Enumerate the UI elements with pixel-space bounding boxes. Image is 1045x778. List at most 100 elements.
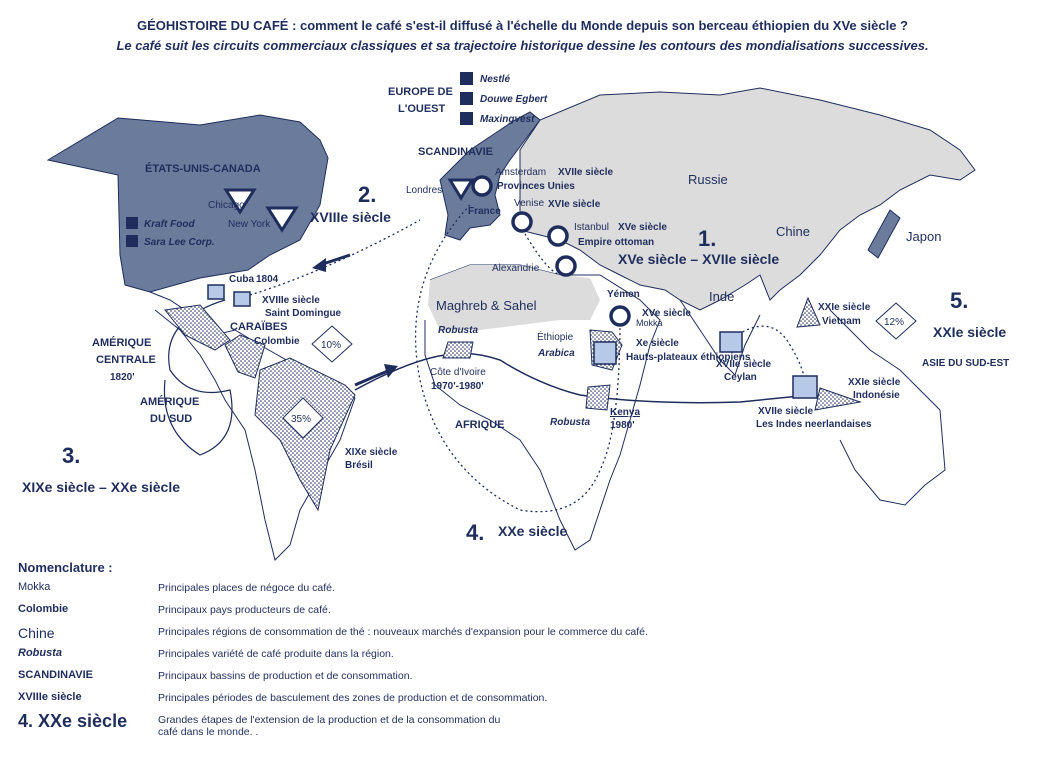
legend-term: Colombie — [18, 603, 69, 615]
map-title: GÉOHISTOIRE DU CAFÉ : comment le café s'… — [137, 18, 908, 33]
arrow-to-africa — [354, 364, 398, 387]
label-c17-ceylan: XVIIe siècle — [716, 359, 771, 370]
label-cuba-date: 1804 — [256, 274, 279, 285]
label-co-kraft: Kraft Food — [144, 219, 195, 230]
western-europe-block — [439, 111, 541, 241]
label-period-1: XVe siècle – XVIIe siècle — [618, 251, 779, 267]
map-subtitle: Le café suit les circuits commerciaux cl… — [116, 38, 929, 53]
label-new-york: New York — [228, 219, 271, 230]
label-afrique: AFRIQUE — [455, 419, 505, 431]
label-ci-dates: 1970'-1980' — [431, 381, 484, 392]
label-c19-bresil: XIXe siècle — [345, 447, 398, 458]
label-arabica: Arabica — [537, 348, 575, 359]
square-indes-neer — [792, 375, 818, 399]
legend-row: Mokka Principales places de négoce du ca… — [18, 581, 1018, 603]
label-co-nestle: Nestlé — [480, 74, 510, 85]
japan-shape — [867, 209, 901, 259]
label-empire-ottoman: Empire ottoman — [578, 237, 654, 248]
zone-cote-ivoire — [442, 341, 474, 359]
legend-term: SCANDINAVIE — [18, 669, 93, 681]
square-co-kraft — [126, 217, 138, 229]
diamond-vietnam — [875, 302, 917, 340]
label-france: France — [468, 206, 501, 217]
label-chicago: Chicago — [208, 200, 245, 211]
square-ceylan — [719, 331, 743, 353]
legend: Nomenclature : Mokka Principales places … — [18, 560, 1018, 753]
triangle-chicago — [223, 188, 257, 215]
label-robusta-west: Robusta — [438, 325, 478, 336]
label-1820: 1820' — [110, 372, 135, 383]
legend-row: Chine Principales régions de consommatio… — [18, 625, 1018, 647]
legend-row: Robusta Principales variété de café prod… — [18, 647, 1018, 669]
label-saint-domingue: Saint Domingue — [265, 308, 342, 319]
maghreb-area — [428, 265, 600, 330]
label-bresil: Brésil — [345, 460, 373, 471]
label-alexandrie: Alexandrie — [492, 263, 540, 274]
label-c17-amsterdam: XVIIe siècle — [558, 167, 613, 178]
legend-desc: Grandes étapes de l'extension de la prod… — [158, 714, 501, 738]
india-outline — [679, 299, 761, 376]
label-maghreb: Maghreb & Sahel — [436, 298, 537, 313]
route-dotted-africa — [414, 204, 621, 513]
legend-row: Colombie Principaux pays producteurs de … — [18, 603, 1018, 625]
eurasia-landmass — [519, 87, 976, 311]
label-c18-caraibes: XVIIIe siècle — [262, 295, 320, 306]
label-europe-line1: EUROPE DE — [388, 86, 453, 98]
label-period-2: XVIIIe siècle — [310, 209, 391, 225]
label-caraibes: CARAÏBES — [230, 320, 287, 333]
legend-term: 4. XXe siècle — [18, 711, 128, 731]
legend-term: Chine — [18, 625, 55, 641]
legend-row: 4. XXe siècle Grandes étapes de l'extens… — [18, 711, 1018, 753]
label-amerique-centrale-1: AMÉRIQUE — [92, 336, 151, 349]
legend-heading: Nomenclature : — [18, 560, 113, 575]
label-amerique-centrale-2: CENTRALE — [96, 354, 156, 366]
label-yemen: Yémen — [607, 289, 640, 300]
circle-alexandrie — [555, 255, 577, 277]
label-londres: Londres — [406, 185, 442, 196]
diamond-colombie — [311, 325, 353, 363]
label-amsterdam: Amsterdam — [495, 167, 546, 178]
zone-vietnam — [796, 296, 821, 328]
label-period-5: XXIe siècle — [933, 324, 1006, 340]
label-indes-neer: Les Indes neerlandaises — [756, 419, 872, 430]
square-ethiopie — [593, 341, 617, 365]
label-asie-se: ASIE DU SUD-EST — [922, 358, 1009, 369]
route-africa-asia — [354, 352, 861, 404]
label-period-4: XXe siècle — [498, 523, 567, 539]
label-c16-venise: XVIe siècle — [548, 199, 601, 210]
arrow-to-americas — [312, 253, 351, 272]
se-asia-outline — [829, 309, 946, 506]
triangle-londres — [447, 178, 475, 201]
label-istanbul: Istanbul — [574, 222, 609, 233]
legend-desc: Principaux bassins de production et de c… — [158, 670, 413, 682]
route-dotted-18c — [249, 219, 421, 296]
label-period-2-num: 2. — [358, 182, 376, 207]
label-venise: Venise — [514, 198, 544, 209]
north-america-block — [46, 114, 329, 293]
label-x-siecle: Xe siècle — [636, 338, 679, 349]
label-vietnam: Vietnam — [822, 316, 861, 327]
label-europe-line2: L'OUEST — [398, 103, 446, 115]
label-share-bresil: 35% — [291, 414, 311, 425]
africa-outline — [424, 264, 661, 551]
label-japon: Japon — [906, 229, 941, 244]
legend-term: Robusta — [18, 647, 62, 659]
legend-desc: Principales variété de café produite dan… — [158, 648, 394, 660]
label-indonesie: Indonésie — [853, 390, 900, 401]
route-dotted-venice — [519, 224, 561, 276]
legend-row: SCANDINAVIE Principaux bassins de produc… — [18, 669, 1018, 691]
circle-istanbul — [547, 225, 569, 247]
label-cuba: Cuba — [229, 274, 254, 285]
square-saint-domingue — [233, 291, 251, 307]
legend-desc: Principales périodes de basculement des … — [158, 692, 548, 704]
label-co-saralee: Sara Lee Corp. — [144, 237, 215, 248]
label-c17-indes: XVIIe siècle — [758, 406, 813, 417]
zone-colombie — [224, 334, 266, 379]
label-period-5-num: 5. — [950, 288, 968, 313]
label-provinces-unies: Provinces Unies — [497, 181, 575, 192]
circle-amsterdam — [471, 175, 493, 197]
label-share-vietnam: 12% — [884, 317, 904, 328]
square-co-maxingvest — [460, 112, 473, 125]
label-period-4-num: 4. — [466, 520, 484, 545]
triangle-new-york — [265, 206, 299, 233]
